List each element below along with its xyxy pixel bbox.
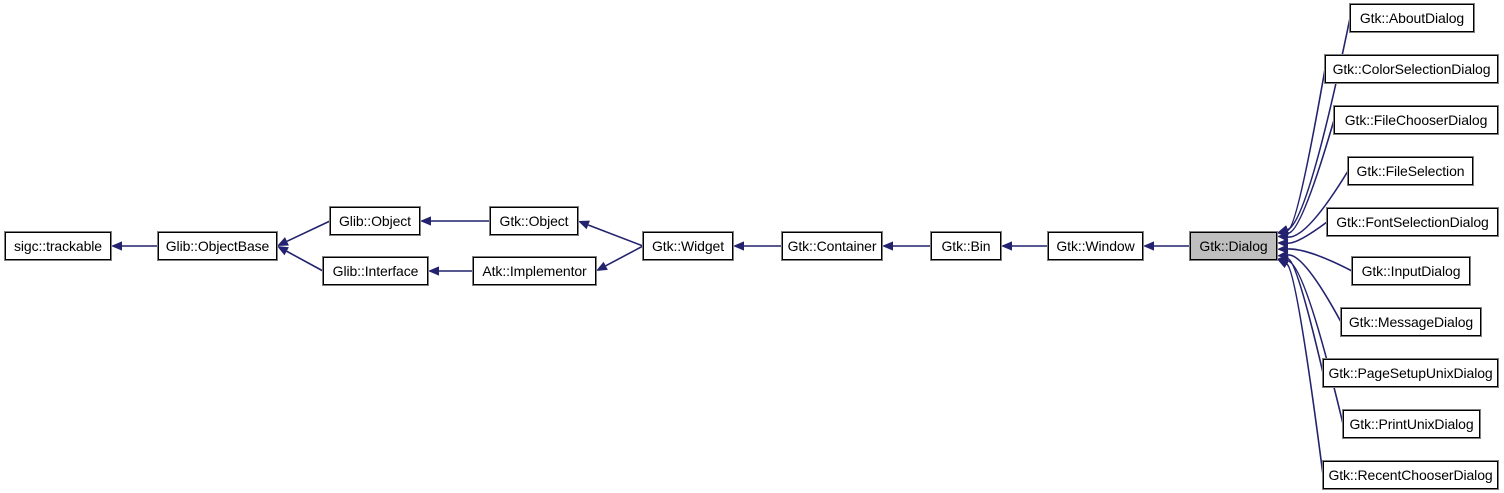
edge-arrowhead	[1277, 228, 1289, 238]
class-node-label: Glib::Interface	[332, 263, 419, 279]
edge-arrowhead	[420, 216, 431, 226]
edge-line	[587, 224, 644, 247]
class-node-label: Gtk::Container	[787, 238, 877, 254]
edge-curve	[1287, 221, 1328, 245]
edge-arrowhead	[277, 246, 289, 256]
class-node-label: Gtk::MessageDialog	[1348, 314, 1474, 330]
edge-arrowhead	[1277, 259, 1289, 269]
class-node-gtk-filechooserdialog[interactable]: Gtk::FileChooserDialog	[1333, 105, 1499, 135]
edge-curve	[1287, 260, 1344, 425]
class-node-atk-implementor[interactable]: Atk::Implementor	[472, 256, 597, 286]
edge-curve	[1286, 263, 1324, 476]
class-node-gtk-printunixdialog[interactable]: Gtk::PrintUnixDialog	[1342, 409, 1481, 439]
class-node-gtk-bin[interactable]: Gtk::Bin	[930, 231, 1002, 261]
edge-curve	[1287, 258, 1324, 374]
class-node-gtk-dialog[interactable]: Gtk::Dialog	[1189, 231, 1278, 261]
class-node-gtk-inputdialog[interactable]: Gtk::InputDialog	[1351, 256, 1471, 286]
class-node-gtk-container[interactable]: Gtk::Container	[781, 231, 883, 261]
edge-arrowhead	[428, 266, 439, 276]
class-node-gtk-colorselectiondialog[interactable]: Gtk::ColorSelectionDialog	[1324, 54, 1499, 84]
edge-line	[286, 220, 331, 243]
class-node-gtk-window[interactable]: Gtk::Window	[1047, 231, 1144, 261]
class-node-label: Gtk::RecentChooserDialog	[1328, 467, 1493, 483]
class-node-label: Gtk::AboutDialog	[1359, 10, 1465, 26]
edge-arrowhead	[1001, 241, 1012, 251]
class-node-label: Gtk::Dialog	[1199, 238, 1268, 254]
class-node-label: Glib::ObjectBase	[165, 238, 270, 254]
class-node-sigc-trackable[interactable]: sigc::trackable	[4, 231, 112, 261]
class-node-gtk-messagedialog[interactable]: Gtk::MessageDialog	[1340, 307, 1482, 337]
edge-arrowhead	[1277, 226, 1289, 235]
class-node-gtk-aboutdialog[interactable]: Gtk::AboutDialog	[1349, 3, 1475, 33]
edge-arrowhead	[1277, 250, 1289, 260]
edge-line	[605, 245, 644, 267]
edge-arrowhead	[111, 241, 122, 251]
edge-arrowhead	[733, 241, 744, 251]
class-node-label: sigc::trackable	[14, 238, 102, 254]
class-node-label: Gtk::InputDialog	[1361, 263, 1461, 279]
class-node-gtk-fileselection[interactable]: Gtk::FileSelection	[1347, 156, 1474, 186]
class-node-label: Gtk::FileChooserDialog	[1344, 112, 1488, 128]
edge-curve	[1287, 68, 1326, 232]
edge-arrowhead	[1277, 244, 1289, 254]
edge-arrowhead	[1277, 256, 1289, 266]
edge-arrowhead	[596, 261, 608, 271]
class-node-label: Glib::Object	[339, 213, 411, 229]
edge-arrowhead	[1277, 238, 1289, 248]
class-node-gtk-fontselectiondialog[interactable]: Gtk::FontSelectionDialog	[1326, 207, 1499, 237]
class-node-label: Gtk::Bin	[941, 238, 991, 254]
edge-curve	[1287, 248, 1353, 272]
class-node-glib-object[interactable]: Glib::Object	[329, 206, 421, 236]
class-node-gtk-object[interactable]: Gtk::Object	[489, 206, 579, 236]
class-node-gtk-recentchooserdialog[interactable]: Gtk::RecentChooserDialog	[1322, 460, 1499, 490]
class-node-label: Gtk::Window	[1056, 238, 1135, 254]
edge-arrowhead	[882, 241, 893, 251]
class-node-label: Gtk::FileSelection	[1356, 163, 1465, 179]
class-node-glib-interface[interactable]: Glib::Interface	[322, 256, 429, 286]
class-node-glib-objectbase[interactable]: Glib::ObjectBase	[157, 231, 278, 261]
edge-arrowhead	[1143, 241, 1154, 251]
class-node-gtk-widget[interactable]: Gtk::Widget	[642, 231, 734, 261]
class-node-label: Gtk::PrintUnixDialog	[1349, 416, 1474, 432]
class-node-label: Gtk::Object	[499, 213, 569, 229]
class-node-label: Gtk::PageSetupUnixDialog	[1328, 365, 1493, 381]
edge-arrowhead	[1277, 225, 1289, 235]
class-node-label: Gtk::ColorSelectionDialog	[1332, 61, 1491, 77]
class-node-label: Gtk::Widget	[651, 238, 725, 254]
class-node-label: Atk::Implementor	[482, 263, 587, 279]
edge-arrowhead	[578, 220, 590, 230]
edge-arrowhead	[1277, 254, 1289, 264]
edge-arrowhead	[277, 237, 289, 246]
class-node-gtk-pagesetupunixdialog[interactable]: Gtk::PageSetupUnixDialog	[1322, 358, 1499, 388]
edge-curve	[1287, 254, 1342, 323]
edge-line	[286, 250, 324, 272]
edge-arrowhead	[1277, 232, 1289, 242]
class-node-label: Gtk::FontSelectionDialog	[1336, 214, 1489, 230]
